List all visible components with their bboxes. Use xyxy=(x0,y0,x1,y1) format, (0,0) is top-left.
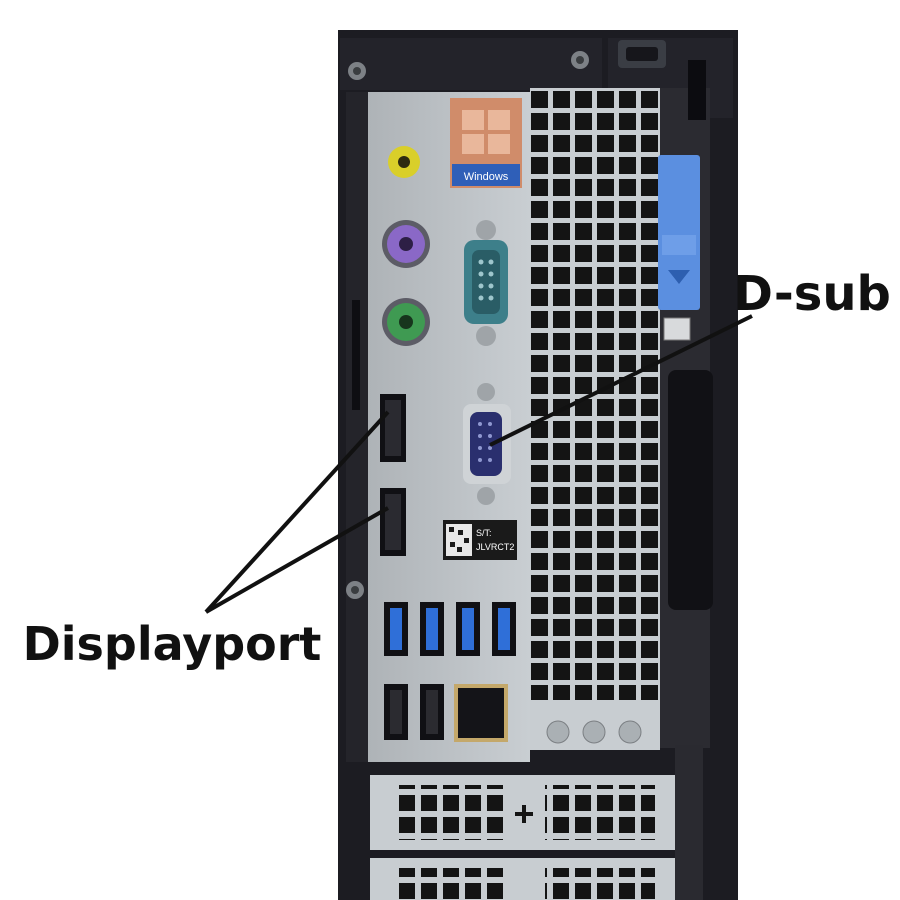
usb3-port-3[interactable] xyxy=(456,602,480,656)
screw-top-left xyxy=(348,62,366,80)
service-tag-title: S/T: xyxy=(476,528,492,538)
ps2-mouse-port[interactable] xyxy=(382,298,430,346)
slot-bracket-edge xyxy=(675,745,703,900)
expansion-slot-cover-2 xyxy=(370,858,675,900)
lock-slots xyxy=(546,720,642,744)
vga-dsub-port[interactable] xyxy=(463,383,511,505)
displayport-callout-line-2 xyxy=(205,506,389,614)
padlock-loop xyxy=(618,40,666,68)
usb2-port-2[interactable] xyxy=(420,684,444,740)
screw-left-middle xyxy=(346,581,364,599)
windows-badge-label: Windows xyxy=(464,171,509,183)
screw-top-right xyxy=(571,51,589,69)
callout-lines xyxy=(204,314,753,614)
expansion-slot-cover-1 xyxy=(370,775,675,850)
displayport-callout-line-1 xyxy=(204,410,390,614)
displayport-label: Displayport xyxy=(23,617,322,671)
usb2-port-1[interactable] xyxy=(384,684,408,740)
usb3-port-4[interactable] xyxy=(492,602,516,656)
panel-edge-strip xyxy=(346,92,368,762)
audio-jack[interactable] xyxy=(388,146,420,178)
service-tag-label: S/T: JLVRCT2 xyxy=(443,520,517,560)
dsub-callout-line xyxy=(489,314,753,447)
ethernet-port[interactable] xyxy=(454,684,508,742)
panel-edge-slot xyxy=(352,300,360,410)
windows-logo-icon xyxy=(462,110,510,154)
usb3-port-1[interactable] xyxy=(384,602,408,656)
serial-port[interactable] xyxy=(464,220,508,346)
displayport-1[interactable] xyxy=(380,394,406,462)
ps2-keyboard-port[interactable] xyxy=(382,220,430,268)
release-latch[interactable] xyxy=(658,155,700,341)
windows-badge: Windows xyxy=(450,98,522,188)
displayport-2[interactable] xyxy=(380,488,406,556)
service-tag-code: JLVRCT2 xyxy=(476,542,514,552)
usb3-port-2[interactable] xyxy=(420,602,444,656)
dsub-label: D-sub xyxy=(733,266,891,322)
